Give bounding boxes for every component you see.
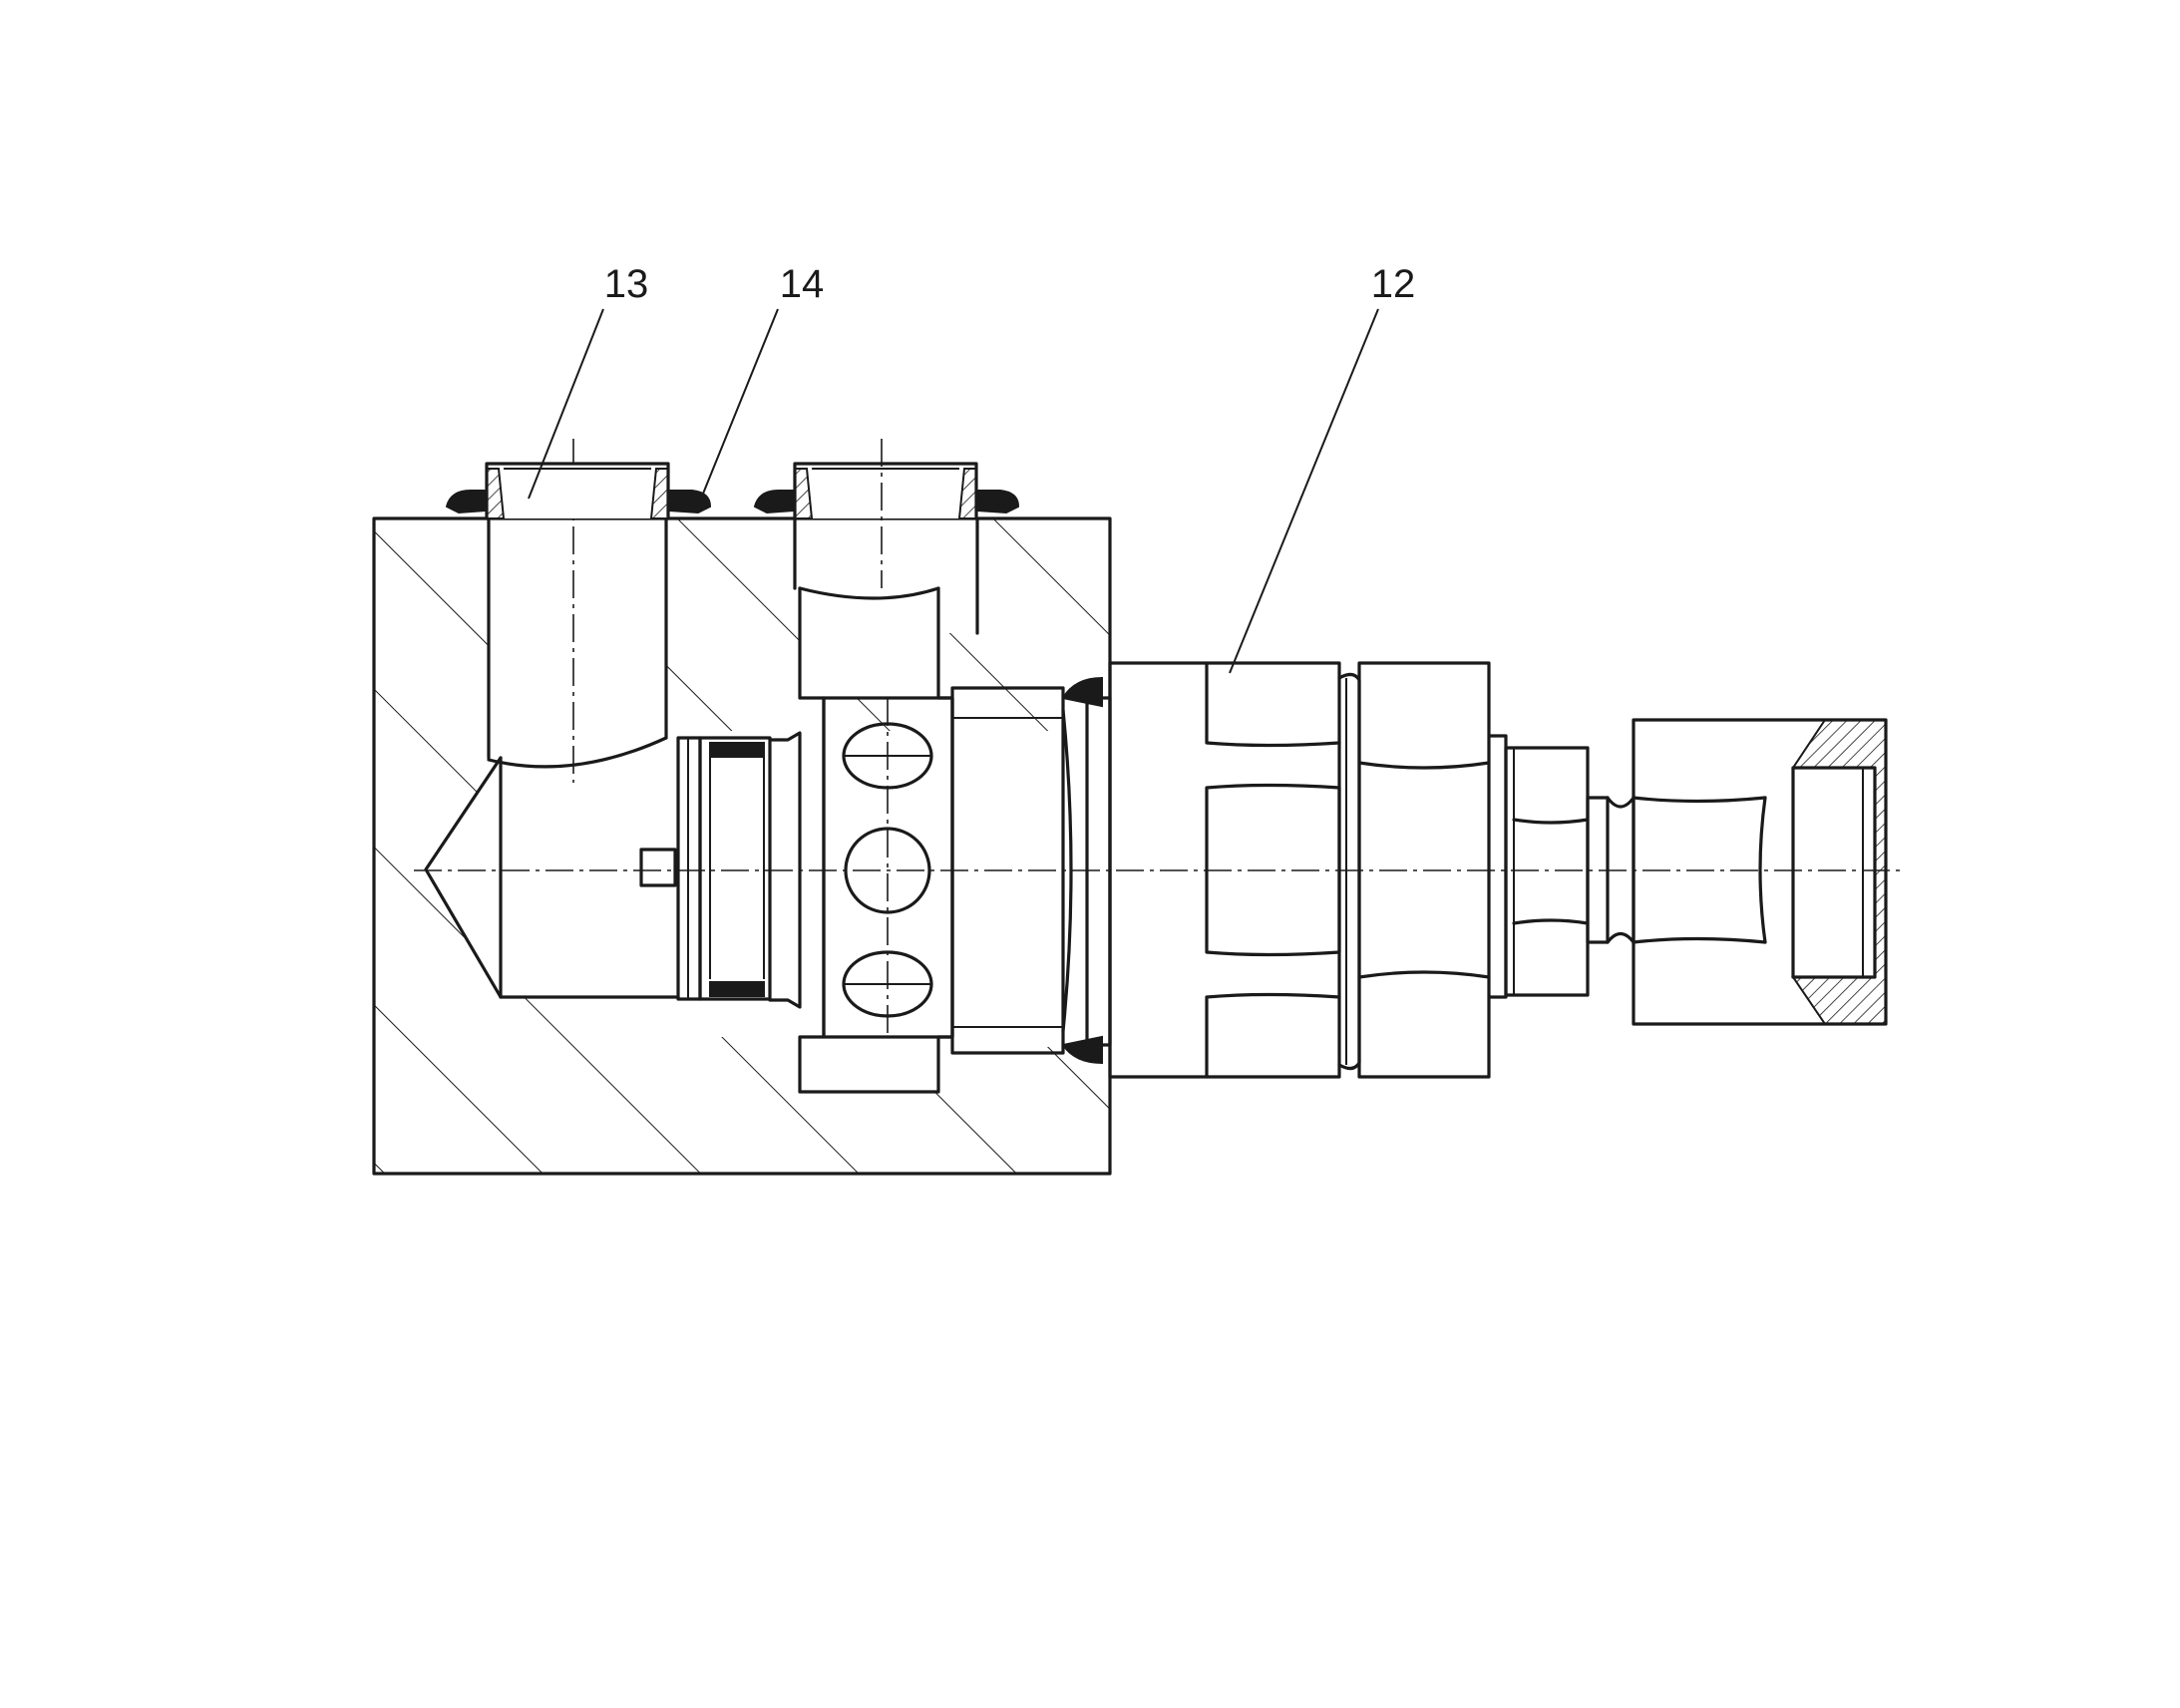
port-13-bore (424, 439, 680, 999)
reference-label-14: 14 (780, 262, 825, 306)
leader-lines (528, 308, 1379, 674)
leader-line-13 (528, 308, 604, 500)
cartridge-outer (1108, 661, 1888, 1079)
leader-line-14 (700, 308, 779, 500)
port-right-fitting (753, 439, 1020, 635)
valve-housing-block (372, 516, 1112, 1176)
reference-label-12: 12 (1371, 262, 1416, 306)
leader-line-12 (1229, 308, 1379, 674)
reference-label-13: 13 (604, 262, 649, 306)
seal-ring-14 (445, 490, 712, 514)
port-13-fitting (485, 462, 670, 520)
